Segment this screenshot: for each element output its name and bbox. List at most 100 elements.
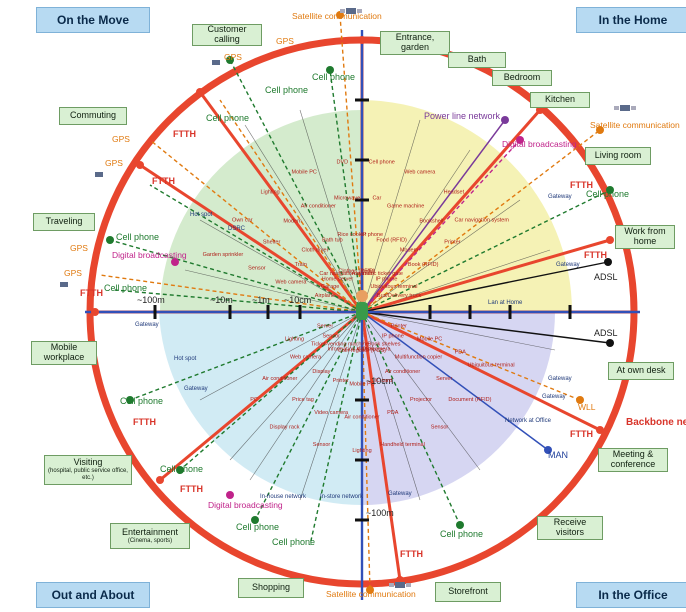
man-text: MAN [548,450,568,460]
device-label: Train [295,262,307,268]
device-label: Printer [444,240,460,246]
gps-text: GPS [112,134,130,144]
device-label: IP phone [382,334,404,340]
distance-100m-low: ~100m [366,508,394,518]
adsl-office-text: ADSL [594,328,618,338]
place-label: Bedroom [503,72,541,83]
cell-phone-text: Cell phone [265,85,308,95]
device-label: Air conditioner [262,376,297,382]
gps-text: GPS [70,243,88,253]
device-label: Bus/Delivery truck [377,293,422,299]
device-label: Food (RFID) [376,237,407,243]
place-entertainment[interactable]: Entertainment(Cinema, sports) [110,523,190,549]
corner-out-and-about[interactable]: Out and About [36,582,150,608]
cell-phone-text: Cell phone [586,189,629,199]
place-at-own-desk[interactable]: At own desk [608,362,674,380]
place-bedroom[interactable]: Bedroom [492,70,552,86]
place-label: Mobile workplace [43,342,85,362]
place-work-from-home[interactable]: Work from home [615,225,675,249]
cell-phone-text: Cell phone [160,464,203,474]
device-label: Web camera [275,279,307,285]
ftth-text: FTTH [152,176,175,186]
home-sector [362,100,572,312]
distance-10cm-low: ~10cm [366,376,393,386]
place-label: Receive visitors [553,517,587,537]
distance-10cm: ~10cm [284,295,311,305]
device-label: Coin register (POS) [338,348,386,354]
gps-text: GPS [105,158,123,168]
man-link [361,311,549,451]
place-customer-calling[interactable]: Customer calling [192,24,262,46]
place-label: Entrance, garden [395,32,435,52]
device-label: Garage [321,284,339,290]
hot-spot-text: Hot spot [190,212,213,218]
place-kitchen[interactable]: Kitchen [530,92,590,108]
satellite-icon [212,60,220,65]
dsrc-text: DSRC [228,226,246,232]
office-sector [362,312,555,505]
device-label: Game machine [387,203,424,209]
device-label: Sensor [313,442,331,448]
place-entrance-garden[interactable]: Entrance, garden [380,31,450,55]
ftth-text: FTTH [173,129,196,139]
place-label: Commuting [69,110,116,121]
digital-broadcast-move-text: Digital broadcasting [112,250,187,260]
place-receive-visitors[interactable]: Receive visitors [537,516,603,540]
device-label: Handheld terminal [380,442,425,448]
place-traveling[interactable]: Traveling [33,213,95,231]
gateway-text: Gateway [548,376,572,382]
device-label: IP phone [361,232,383,238]
device-label: Book (RFID) [408,262,439,268]
place-shopping[interactable]: Shopping [238,578,304,598]
digital-broadcast-home-text: Digital broadcasting [502,139,577,149]
device-label: Rice cooker [337,232,366,238]
place-living-room[interactable]: Living room [585,147,651,165]
adsl-home-text: ADSL [594,272,618,282]
adsl-office-link [361,311,611,344]
out-sector [159,312,362,506]
cell-phone-text: Cell phone [104,283,147,293]
device-label: PC [250,397,258,403]
device-label: Headset [444,190,465,196]
gps-text: GPS [64,268,82,278]
device-label: Air conditioner [344,415,379,421]
lan-at-home-text: Lan at Home [488,300,523,306]
corner-in-the-home[interactable]: In the Home [576,7,686,33]
device-label: Book shelves [368,341,401,347]
place-mobile-workplace[interactable]: Mobile workplace [31,341,97,365]
radial-spokes [184,109,556,501]
device-label: Display rack [270,425,300,431]
corner-on-the-move[interactable]: On the Move [36,7,150,33]
device-label: Mobile PC [292,170,317,176]
device-label: Car navigation system [319,271,374,277]
person-center-icon [356,290,368,320]
gps-text: GPS [276,36,294,46]
device-label: Modem [400,247,419,253]
device-label: Server [317,324,333,330]
place-storefront[interactable]: Storefront [435,582,501,602]
cell-phone-text: Cell phone [116,232,159,242]
device-label: PDA [387,410,399,416]
device-label: Multifunction copier [395,355,443,361]
power-line [361,119,506,313]
place-visiting[interactable]: Visiting(hospital, public service office… [44,455,132,485]
device-label: Home server [322,276,354,282]
device-label: Garden sprinkler [203,252,244,258]
device-label: Document (RFID) [448,397,491,403]
gps-text: GPS [224,52,242,62]
device-label: Audio [360,268,374,274]
place-label: Visiting [73,457,103,468]
cell-phone-text: Cell phone [312,72,355,82]
corner-in-the-office[interactable]: In the Office [576,582,686,608]
place-meeting-conference[interactable]: Meeting & conference [598,448,668,472]
place-commuting[interactable]: Commuting [59,107,127,125]
place-bath[interactable]: Bath [448,52,506,68]
cell-phone-text: Cell phone [120,396,163,406]
place-label: Traveling [45,216,83,227]
ftth-text: FTTH [584,250,607,260]
device-label: Server [436,376,452,382]
device-label: Lighting [260,190,279,196]
gateway-text: Gateway [388,491,412,497]
